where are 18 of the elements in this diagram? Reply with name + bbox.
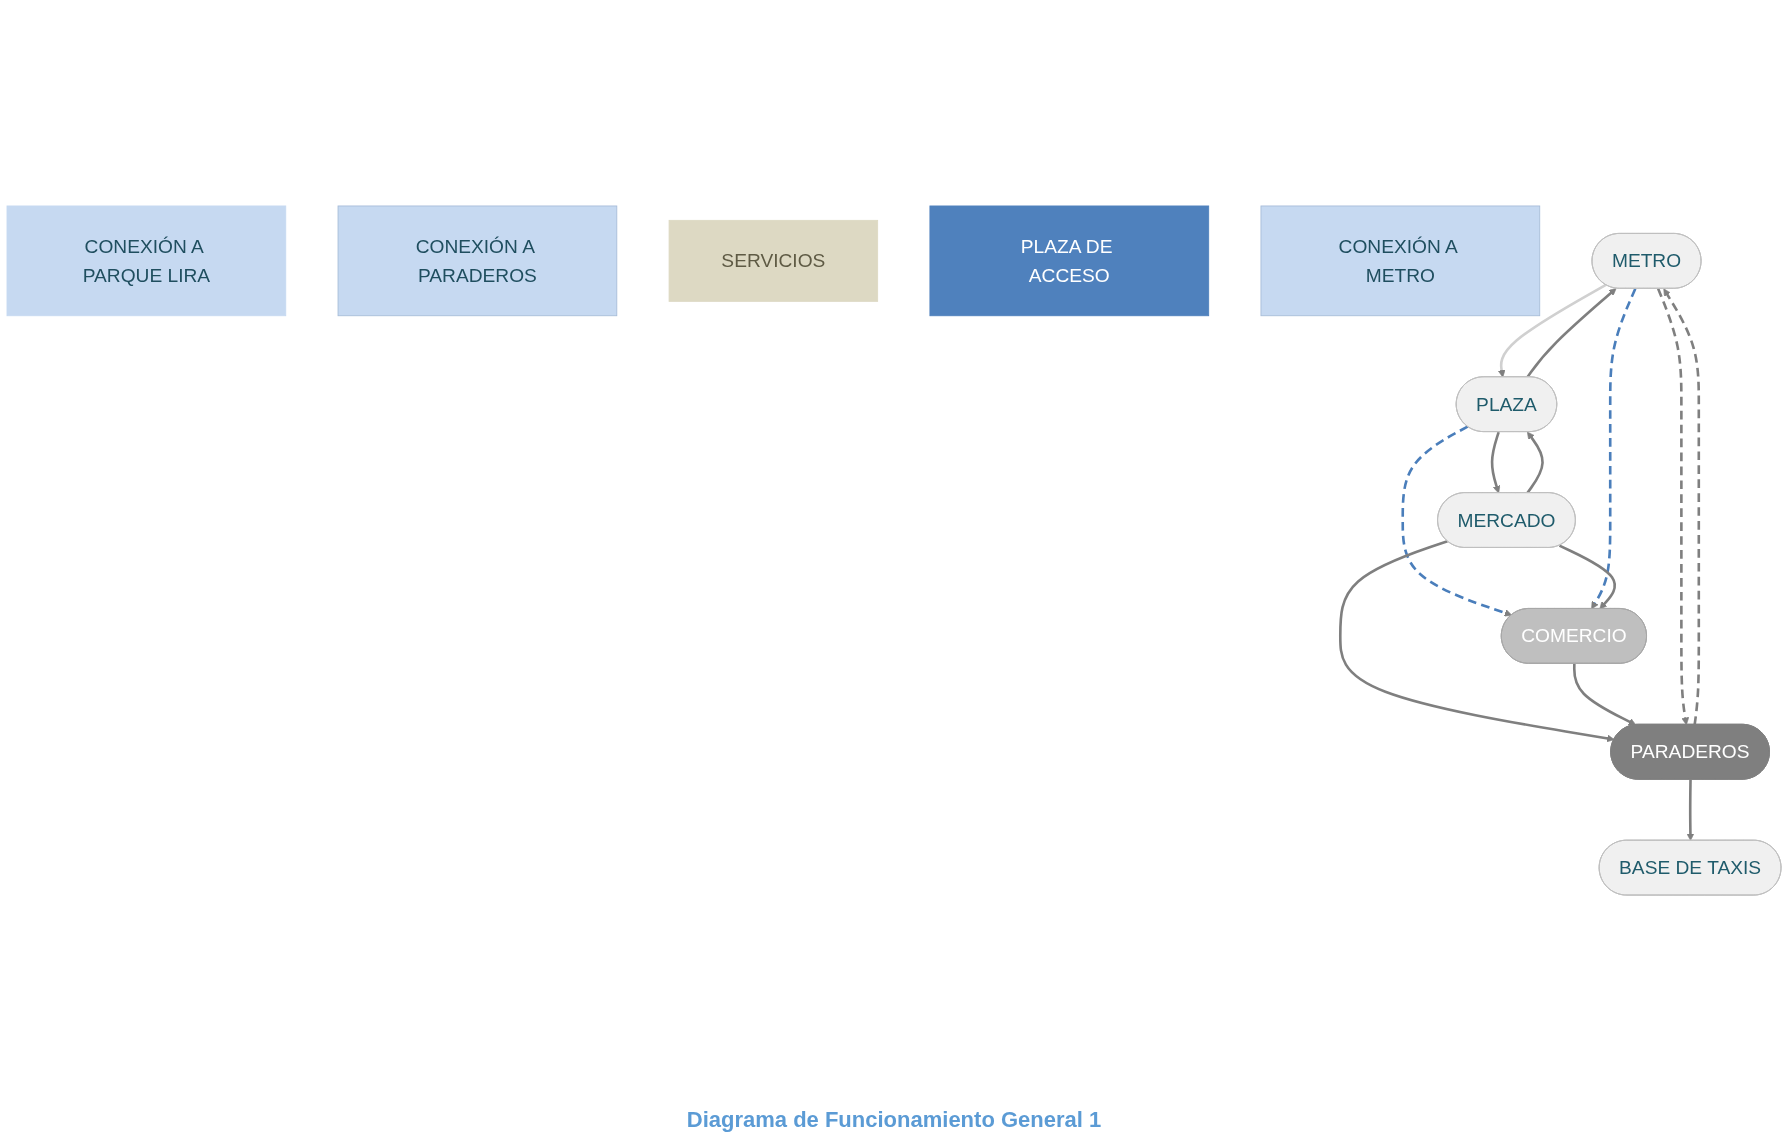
arrow — [1339, 539, 1615, 743]
arrow — [1526, 288, 1617, 378]
node-box: CONEXIÓN A PARQUE LIRA — [6, 205, 287, 317]
arrow — [1526, 431, 1544, 494]
arrow — [1401, 425, 1513, 617]
node-box: CONEXIÓN A PARADEROS — [337, 205, 618, 317]
arrow — [1497, 283, 1607, 378]
arrow — [1591, 288, 1637, 610]
node-box: PLAZA DE ACCESO — [929, 205, 1210, 317]
node-box: CONEXIÓN A METRO — [1260, 205, 1541, 317]
arrow — [1572, 663, 1637, 726]
caption: Diagrama de Funcionamiento General 1 — [686, 1107, 1102, 1133]
arrow — [1490, 431, 1501, 494]
arrow — [1686, 779, 1695, 841]
arrow — [1558, 544, 1616, 610]
node-box: SERVICIOS — [668, 219, 879, 302]
arrow — [1656, 288, 1690, 726]
arrow — [1663, 288, 1701, 725]
